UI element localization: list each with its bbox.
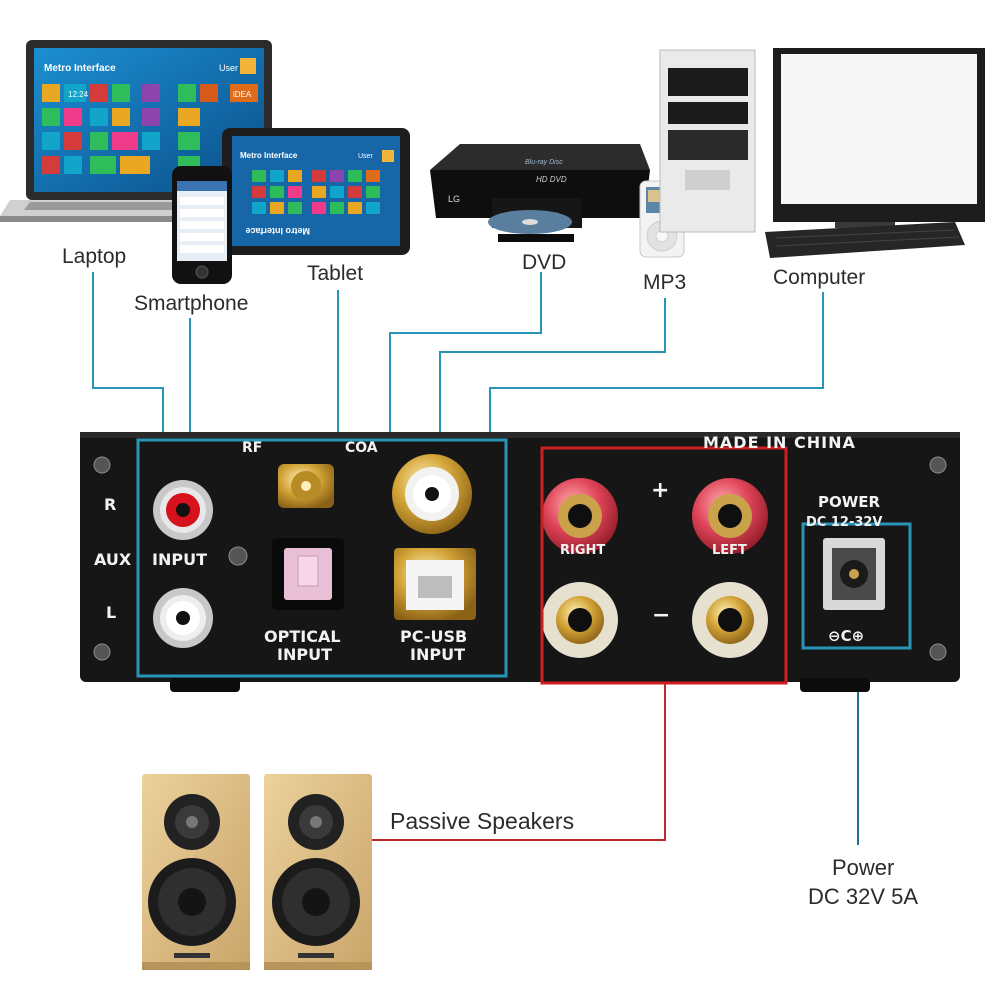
- minus-label: −: [652, 603, 671, 628]
- laptop-idea-tile: iDEA: [233, 90, 252, 99]
- passive-speakers-label: Passive Speakers: [390, 808, 575, 834]
- tablet-screen-title: Metro Interface: [240, 151, 298, 160]
- computer-device: [659, 48, 985, 258]
- dvd-disc-logo: Blu-ray Disc: [525, 159, 563, 166]
- speaker-line: [372, 683, 666, 841]
- plus-label: +: [651, 478, 670, 503]
- dvd-format: HD DVD: [536, 175, 567, 184]
- power-supply-label: Power: [832, 855, 895, 880]
- polarity-symbol: ⊖C⊕: [828, 627, 865, 645]
- smartphone-device: [172, 166, 232, 284]
- optical-input-port: [272, 538, 344, 610]
- amplifier-back-panel: [80, 432, 960, 692]
- inputs-highlight-box: [136, 438, 508, 678]
- dvd-brand: LG: [448, 194, 460, 204]
- speaker-left-cabinet: [142, 774, 250, 970]
- dvd-device: Blu-ray Disc HD DVD LG: [430, 144, 650, 242]
- tablet-label: Tablet: [307, 262, 364, 285]
- optical-label-2: INPUT: [277, 645, 332, 664]
- power-highlight-box: [801, 522, 912, 650]
- tablet-device: Metro Interface User Metro Interface: [222, 128, 410, 255]
- laptop-clock: 12:24: [68, 90, 89, 99]
- aux-input-label: INPUT: [152, 550, 207, 569]
- speaker-right-cabinet: [264, 774, 372, 970]
- aux-left-jack: [153, 588, 213, 648]
- speaker-right-plus-terminal: [542, 478, 618, 554]
- power-spec-label: DC 32V 5A: [808, 884, 919, 909]
- tablet-user-label: User: [358, 153, 373, 160]
- smartphone-label: Smartphone: [134, 292, 249, 315]
- laptop-label: Laptop: [62, 245, 127, 268]
- rf-label: RF: [242, 440, 263, 456]
- home-button-icon: [195, 265, 209, 279]
- laptop-tiles: [42, 84, 258, 174]
- usb-label-1: PC-USB: [400, 627, 468, 646]
- computer-label: Computer: [773, 266, 866, 289]
- speaker-right-minus-terminal: [542, 582, 618, 658]
- usb-input-port: [394, 548, 476, 620]
- speaker-left-plus-terminal: [692, 478, 768, 554]
- user-avatar-icon: [382, 150, 394, 162]
- laptop-screen-title: Metro Interface: [44, 63, 116, 74]
- tablet-mirrored-title: Metro Interface: [245, 226, 310, 236]
- mp3-label: MP3: [643, 271, 687, 294]
- laptop-user-label: User: [219, 63, 238, 73]
- rf-connector: [278, 464, 334, 508]
- dvd-line: [389, 272, 542, 440]
- right-speaker-label: RIGHT: [560, 543, 606, 558]
- made-in-label: MADE IN CHINA: [703, 433, 856, 452]
- aux-label: AUX: [94, 550, 132, 569]
- speaker-left-minus-terminal: [692, 582, 768, 658]
- optical-label-1: OPTICAL: [264, 627, 341, 646]
- dvd-label: DVD: [522, 251, 567, 274]
- mp3-line: [439, 298, 666, 440]
- speakers-highlight-box: [540, 446, 788, 685]
- left-speaker-label: LEFT: [712, 543, 747, 558]
- dc-power-jack: [823, 538, 885, 610]
- laptop-line: [92, 272, 164, 440]
- aux-right-jack: [153, 480, 213, 540]
- passive-speakers: [142, 774, 372, 970]
- usb-label-2: INPUT: [410, 645, 465, 664]
- user-avatar-icon: [240, 58, 256, 74]
- aux-l-label: L: [106, 603, 117, 622]
- computer-line: [489, 292, 824, 440]
- aux-r-label: R: [104, 495, 117, 514]
- power-title-label: POWER: [818, 493, 881, 511]
- coaxial-input-jack: [392, 454, 472, 534]
- power-range-label: DC 12-32V: [806, 515, 883, 530]
- coa-label: COA: [345, 440, 378, 456]
